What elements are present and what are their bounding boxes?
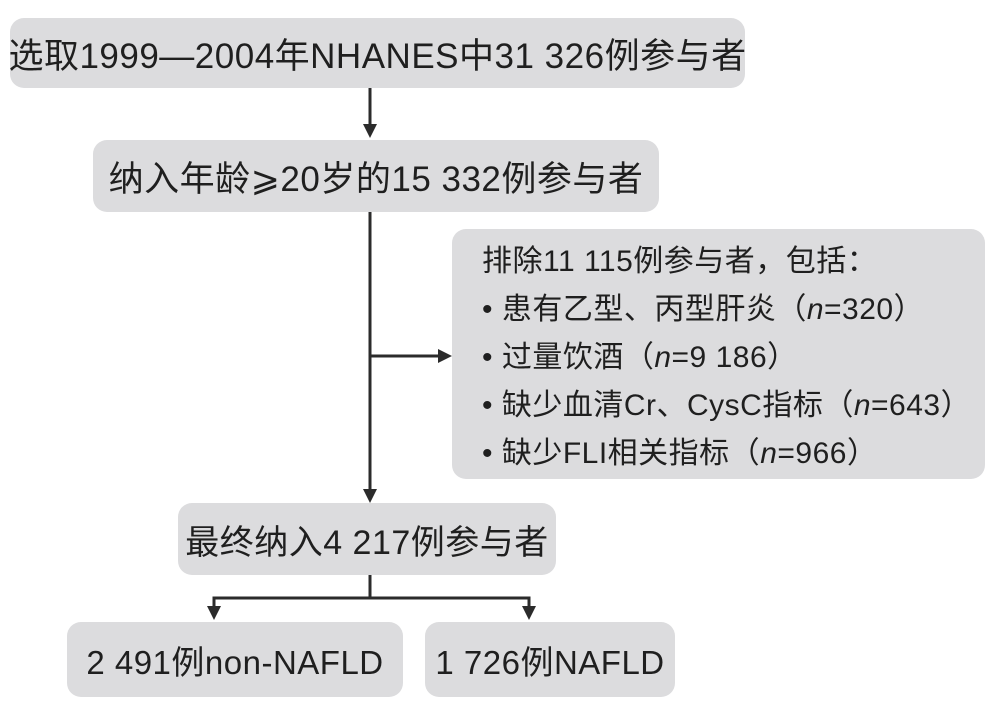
final-sample-label: 最终纳入4 217例参与者 — [185, 523, 549, 562]
box-nafld: 1 726例NAFLD — [425, 622, 675, 697]
box-final-sample: 最终纳入4 217例参与者 — [178, 503, 556, 575]
initial-cohort-label: 选取1999—2004年NHANES中31 326例参与者 — [8, 36, 747, 76]
exclusion-item: • 患有乙型、丙型肝炎（n=320） — [482, 293, 925, 326]
exclusion-header: 排除11 115例参与者，包括： — [482, 245, 878, 278]
exclusion-item: • 缺少血清Cr、CysC指标（n=643） — [482, 389, 972, 422]
age-filter-label: 纳入年龄⩾20岁的15 332例参与者 — [108, 159, 644, 199]
box-age-filter: 纳入年龄⩾20岁的15 332例参与者 — [93, 140, 659, 212]
connector-final-split — [212, 575, 531, 600]
exclusion-item: • 缺少FLI相关指标（n=966） — [482, 437, 878, 470]
box-non-nafld: 2 491例non-NAFLD — [67, 622, 403, 697]
box-initial-cohort: 选取1999—2004年NHANES中31 326例参与者 — [8, 18, 747, 88]
exclusion-item: • 过量饮酒（n=9 186） — [482, 341, 798, 374]
non-nafld-label: 2 491例non-NAFLD — [86, 643, 384, 681]
box-exclusions: 排除11 115例参与者，包括： • 患有乙型、丙型肝炎（n=320） • 过量… — [452, 229, 985, 479]
nafld-label: 1 726例NAFLD — [435, 643, 665, 681]
